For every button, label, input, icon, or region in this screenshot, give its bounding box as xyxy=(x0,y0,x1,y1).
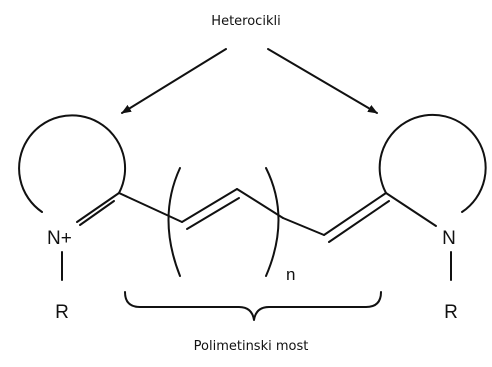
repeat-double-bond-inner xyxy=(186,197,240,230)
right-bracket xyxy=(265,167,280,277)
polymethine-bridge-label: Polimetinski most xyxy=(194,339,309,354)
n-plus-atom: N+ xyxy=(47,228,72,249)
left-heterocycle-ring xyxy=(18,114,127,213)
heterocycles-label: Heterocikli xyxy=(211,14,280,29)
chain-bond-left xyxy=(118,192,183,223)
left-r-atom: R xyxy=(55,302,69,323)
repeat-double-bond-outer xyxy=(181,188,238,223)
polymethine-brace xyxy=(124,291,382,321)
chain-bond-right xyxy=(282,217,325,236)
right-heterocycle-ring xyxy=(378,113,487,213)
repeat-count-subscript: n xyxy=(286,265,295,284)
arrow-to-left-ring xyxy=(121,48,227,114)
left-bracket xyxy=(167,167,181,277)
left-double-bond-inner xyxy=(79,200,115,226)
arrow-to-right-ring xyxy=(267,48,378,114)
repeat-single-bond xyxy=(236,188,284,219)
left-double-bond-outer xyxy=(76,192,120,223)
right-r-atom: R xyxy=(444,302,458,323)
right-ring-c-n-bond xyxy=(385,192,437,227)
right-double-bond-outer xyxy=(323,192,387,236)
n-atom: N xyxy=(442,228,456,249)
right-double-bond-inner xyxy=(328,200,390,243)
